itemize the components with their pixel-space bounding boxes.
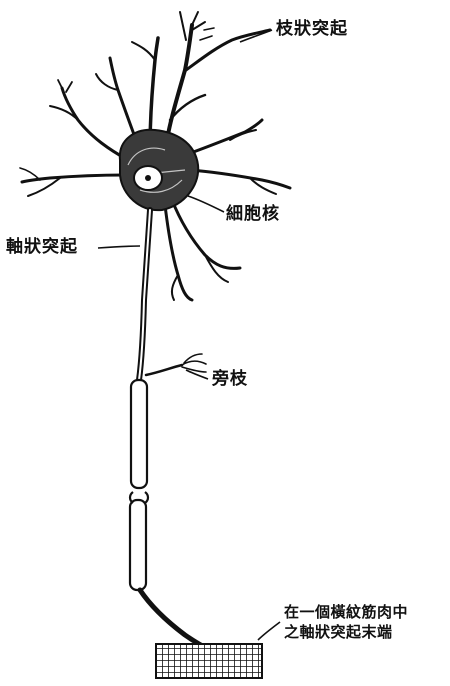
myelin-sheath bbox=[130, 380, 148, 590]
leader-lines bbox=[98, 30, 280, 640]
axon bbox=[139, 210, 150, 380]
collateral-label: 旁枝 bbox=[212, 370, 248, 389]
dendrite-label: 枝狀突起 bbox=[276, 20, 348, 39]
nucleus-label: 細胞核 bbox=[226, 205, 280, 224]
muscle-fiber bbox=[156, 644, 262, 678]
axon-ending-label-line2: 之軸狀突起末端 bbox=[284, 624, 393, 641]
nucleus bbox=[134, 166, 162, 190]
axon-ending-label-line1: 在一個橫紋筋肉中 bbox=[284, 604, 408, 621]
collateral-branch bbox=[146, 354, 206, 375]
axon-label: 軸狀突起 bbox=[6, 238, 78, 257]
